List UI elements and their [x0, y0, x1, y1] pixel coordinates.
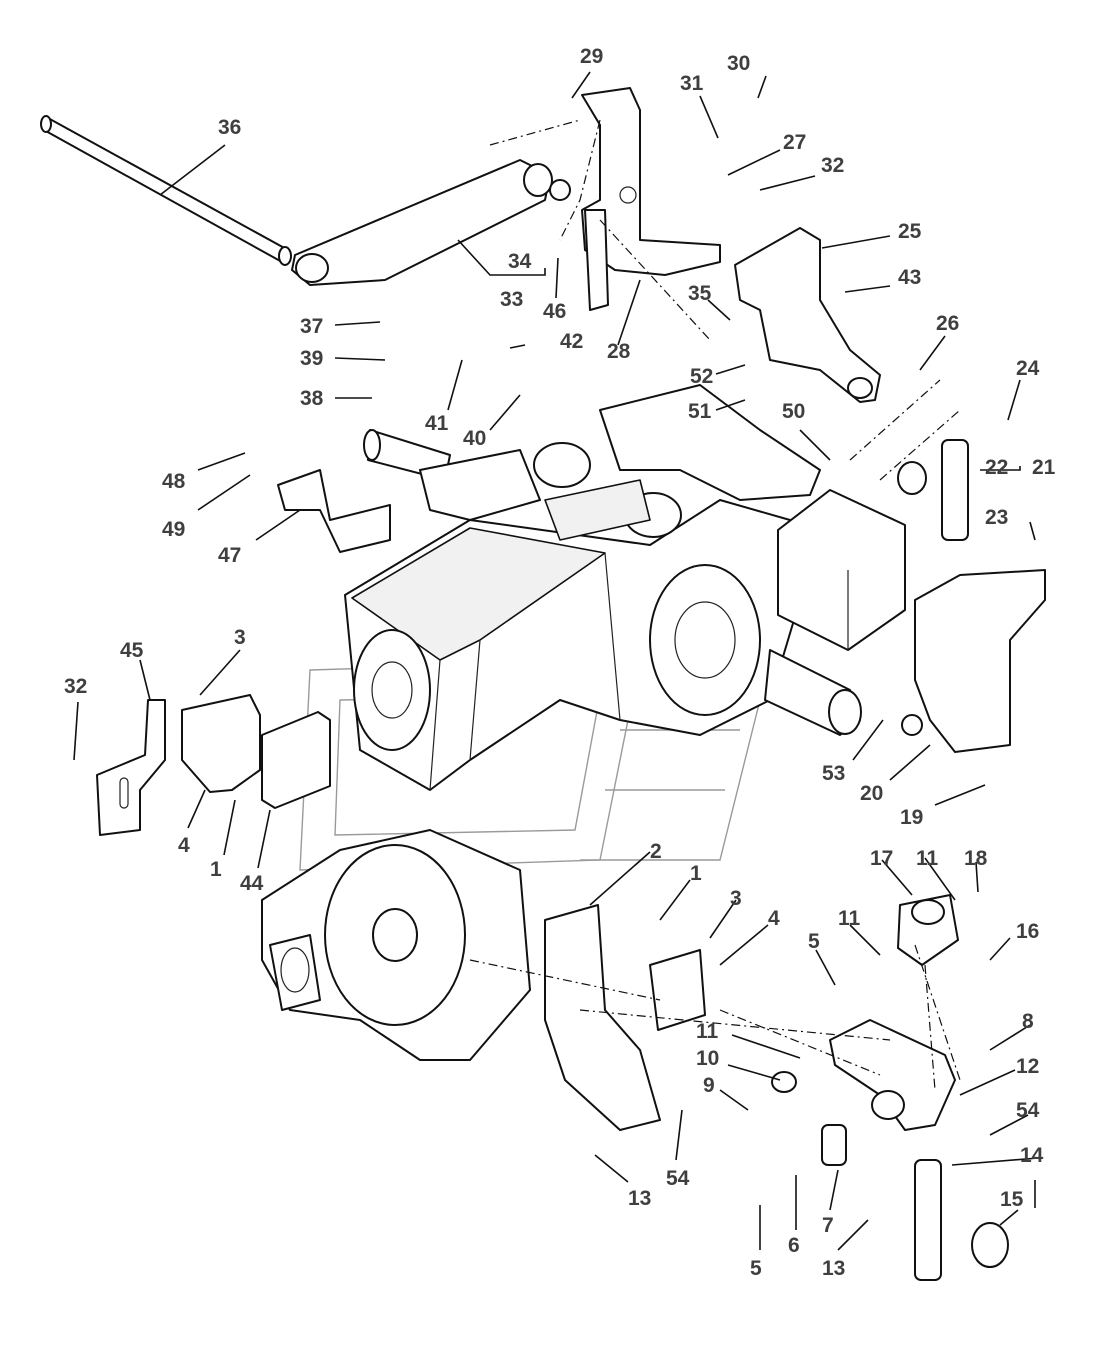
- callout-22: 22: [985, 456, 1008, 479]
- callout-20: 20: [860, 782, 883, 805]
- callout-11-top: 11: [916, 847, 939, 870]
- bracket-2: [544, 904, 661, 1131]
- callout-37: 37: [300, 315, 323, 338]
- callout-45: 45: [120, 639, 144, 662]
- callout-10: 10: [696, 1047, 719, 1070]
- callout-24: 24: [1016, 357, 1040, 380]
- callout-4-lower: 4: [768, 907, 780, 930]
- callout-26: 26: [936, 312, 959, 335]
- callout-43: 43: [898, 266, 921, 289]
- bracket-25: [734, 227, 881, 403]
- assembly-guide-lines: [469, 119, 961, 1091]
- callout-18: 18: [964, 847, 988, 870]
- callout-11-low: 11: [696, 1020, 719, 1043]
- callout-54-left: 54: [666, 1167, 690, 1190]
- callout-53: 53: [822, 762, 845, 785]
- callout-3-lower: 3: [730, 887, 742, 910]
- callout-52: 52: [690, 365, 713, 388]
- cylinder-21: [897, 439, 969, 541]
- callout-32: 32: [821, 154, 844, 177]
- callout-27: 27: [783, 131, 806, 154]
- callout-41: 41: [425, 412, 449, 435]
- callout-17: 17: [870, 847, 893, 870]
- link-12: [829, 1019, 956, 1131]
- callout-13-bottom: 13: [822, 1257, 845, 1280]
- spacer-7: [821, 1124, 847, 1166]
- callout-4-left: 4: [178, 834, 190, 857]
- cylinder-14: [914, 1159, 1009, 1281]
- callout-49: 49: [162, 518, 185, 541]
- callout-12: 12: [1016, 1055, 1039, 1078]
- callout-9: 9: [703, 1074, 715, 1097]
- callout-40: 40: [463, 427, 486, 450]
- transmission-housing: [344, 384, 862, 791]
- callout-23: 23: [985, 506, 1008, 529]
- callout-51: 51: [688, 400, 712, 423]
- callout-21: 21: [1032, 456, 1056, 479]
- callout-28: 28: [607, 340, 631, 363]
- callout-5-bottom: 5: [750, 1257, 762, 1280]
- plate-47: [277, 469, 391, 553]
- callout-11-mid: 11: [838, 907, 861, 930]
- mount-17: [897, 894, 959, 966]
- callout-29: 29: [580, 45, 603, 68]
- callout-44: 44: [240, 872, 264, 895]
- callout-16: 16: [1016, 920, 1039, 943]
- callout-13-left: 13: [628, 1187, 651, 1210]
- callout-36: 36: [218, 116, 241, 139]
- callout-30: 30: [727, 52, 750, 75]
- callout-47: 47: [218, 544, 241, 567]
- bracket-4-left: [181, 694, 261, 793]
- cover-50: [777, 489, 906, 651]
- callout-25: 25: [898, 220, 922, 243]
- plate-44: [261, 711, 331, 809]
- callout-54-right: 54: [1016, 1099, 1040, 1122]
- callout-14: 14: [1020, 1144, 1044, 1167]
- callout-35: 35: [688, 282, 712, 305]
- callout-8: 8: [1022, 1010, 1034, 1033]
- callout-1-lower: 1: [690, 862, 702, 885]
- callout-5-top: 5: [808, 930, 820, 953]
- lift-arm-33: [291, 159, 553, 286]
- callout-39: 39: [300, 347, 323, 370]
- callout-19: 19: [900, 806, 923, 829]
- bracket-20: [901, 569, 1046, 753]
- callout-7: 7: [822, 1214, 834, 1237]
- callout-labels: 29 30 31 27 32 36 25 43 34 33 46 35 28 3…: [64, 45, 1056, 1280]
- bracket-4-lower: [649, 949, 706, 1031]
- callout-50: 50: [782, 400, 805, 423]
- leader-lines: [73, 71, 1039, 1251]
- callout-6: 6: [788, 1234, 800, 1257]
- callout-46: 46: [543, 300, 566, 323]
- callout-42: 42: [560, 330, 583, 353]
- bracket-28: [581, 87, 721, 311]
- callout-15: 15: [1000, 1188, 1024, 1211]
- callout-3-top: 3: [234, 626, 246, 649]
- front-axle-housing: [261, 829, 531, 1061]
- callout-38: 38: [300, 387, 324, 410]
- callout-1-left: 1: [210, 858, 222, 881]
- callout-48: 48: [162, 470, 186, 493]
- callout-33: 33: [500, 288, 523, 311]
- bushing-10: [771, 1071, 797, 1093]
- callout-32-left: 32: [64, 675, 87, 698]
- callout-34: 34: [508, 250, 532, 273]
- callout-2: 2: [650, 840, 662, 863]
- plate-45: [96, 699, 166, 836]
- bushing-34: [549, 179, 571, 201]
- callout-31: 31: [680, 72, 704, 95]
